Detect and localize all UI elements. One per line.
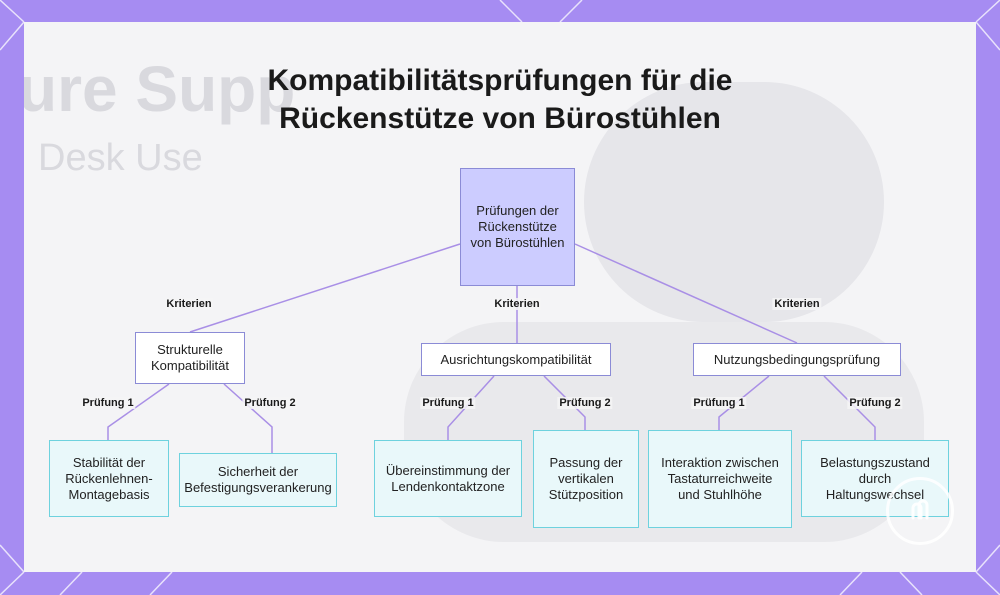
criterion-node: Strukturelle Kompatibilität: [135, 332, 245, 384]
diagram-card: ure Supp Desk Use Kompatibilitätsprüfung…: [24, 22, 976, 572]
edge-criterion-to-check: [108, 384, 169, 440]
criterion-node: Nutzungsbedingungsprüfung: [693, 343, 901, 376]
check-node: Passung der vertikalen Stützposition: [533, 430, 639, 528]
edge-label-check: Prüfung 2: [557, 397, 612, 409]
check-node: Übereinstimmung der Lendenkontaktzone: [374, 440, 522, 517]
check-node: Stabilität der Rückenlehnen-Montagebasis: [49, 440, 169, 517]
edge-label-check: Prüfung 1: [420, 397, 475, 409]
edge-criterion-to-check: [224, 384, 272, 453]
edge-root-to-criterion: [575, 244, 797, 343]
edge-label-check: Prüfung 1: [80, 397, 135, 409]
criterion-node: Ausrichtungskompatibilität: [421, 343, 611, 376]
edge-label-check: Prüfung 1: [691, 397, 746, 409]
check-node: Sicherheit der Befestigungsverankerung: [179, 453, 337, 507]
edge-label-check: Prüfung 2: [242, 397, 297, 409]
root-node: Prüfungen der Rückenstütze von Bürostühl…: [460, 168, 575, 286]
brand-logo-icon: [886, 477, 954, 545]
edge-label-criterion: Kriterien: [772, 298, 821, 310]
check-node: Interaktion zwischen Tastaturreichweite …: [648, 430, 792, 528]
edge-label-criterion: Kriterien: [492, 298, 541, 310]
edge-label-criterion: Kriterien: [164, 298, 213, 310]
edge-label-check: Prüfung 2: [847, 397, 902, 409]
edge-root-to-criterion: [190, 244, 460, 332]
